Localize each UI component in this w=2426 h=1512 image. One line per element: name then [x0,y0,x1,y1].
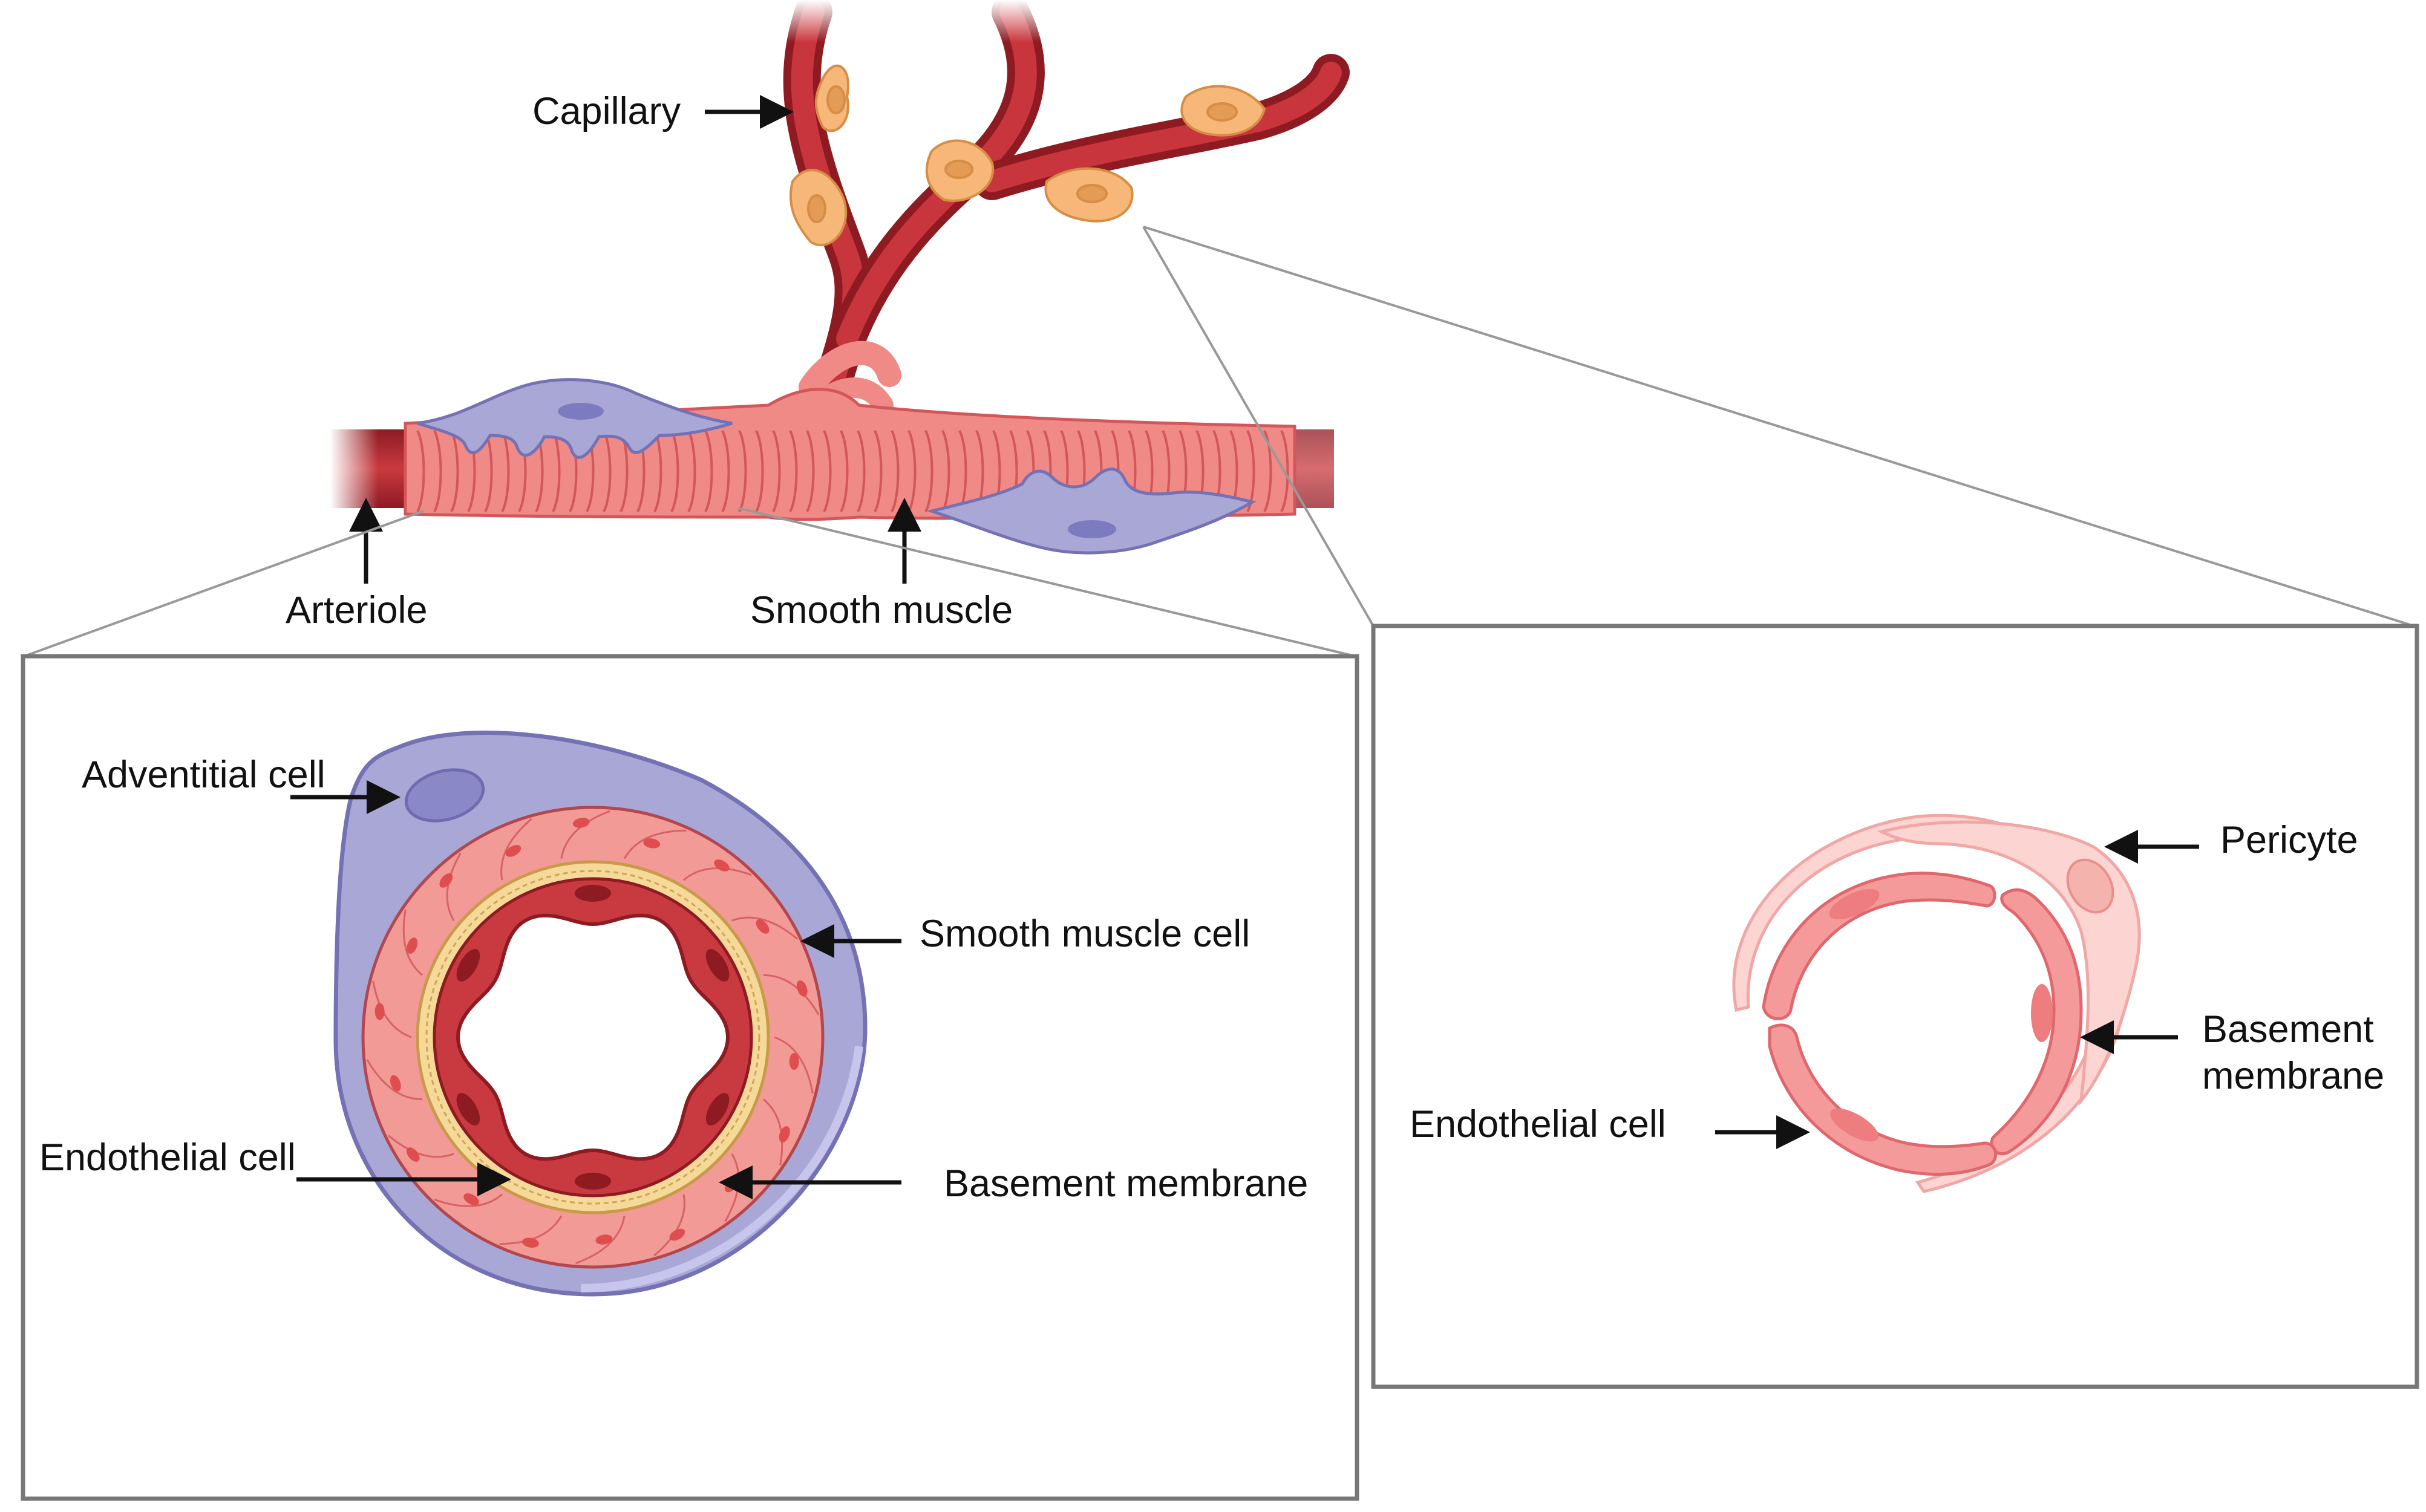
label-basement-membrane-right-line2: membrane [2202,1055,2384,1097]
zoom-lines [24,226,2415,657]
capillary-panel-frame [1371,624,2419,1389]
arteriole-lumen [456,913,730,1161]
label-smooth-muscle-cell: Smooth muscle cell [920,913,1250,955]
label-capillary: Capillary [532,90,681,132]
label-endothelial-cell-right: Endothelial cell [1410,1103,1666,1145]
capillary-branches [768,0,1350,436]
arteriole-adventitial-cells [417,378,1257,555]
top-annotations: Capillary Arteriole Smooth muscle [286,90,1013,631]
arteriole-cross-section-panel: Adventitial cell Smooth muscle cell Endo… [21,654,1359,1501]
label-pericyte: Pericyte [2220,819,2358,861]
adventitial-cell-nucleus [404,768,485,823]
capillary-endothelial-cells [1762,872,2083,1176]
pericyte-nucleus [2066,858,2114,914]
label-endothelial-cell-left: Endothelial cell [39,1136,296,1179]
label-basement-membrane-left: Basement membrane [944,1162,1308,1205]
vessel-illustration [330,0,1350,555]
label-basement-membrane-right-line1: Basement [2202,1008,2374,1051]
capillary-pericytes [789,64,1266,247]
label-arteriole: Arteriole [286,589,428,631]
label-smooth-muscle: Smooth muscle [750,589,1013,631]
capillary-cross-section-panel: Pericyte Basement membrane Endothelial c… [1371,624,2419,1389]
label-adventitial-cell: Adventitial cell [82,754,325,796]
